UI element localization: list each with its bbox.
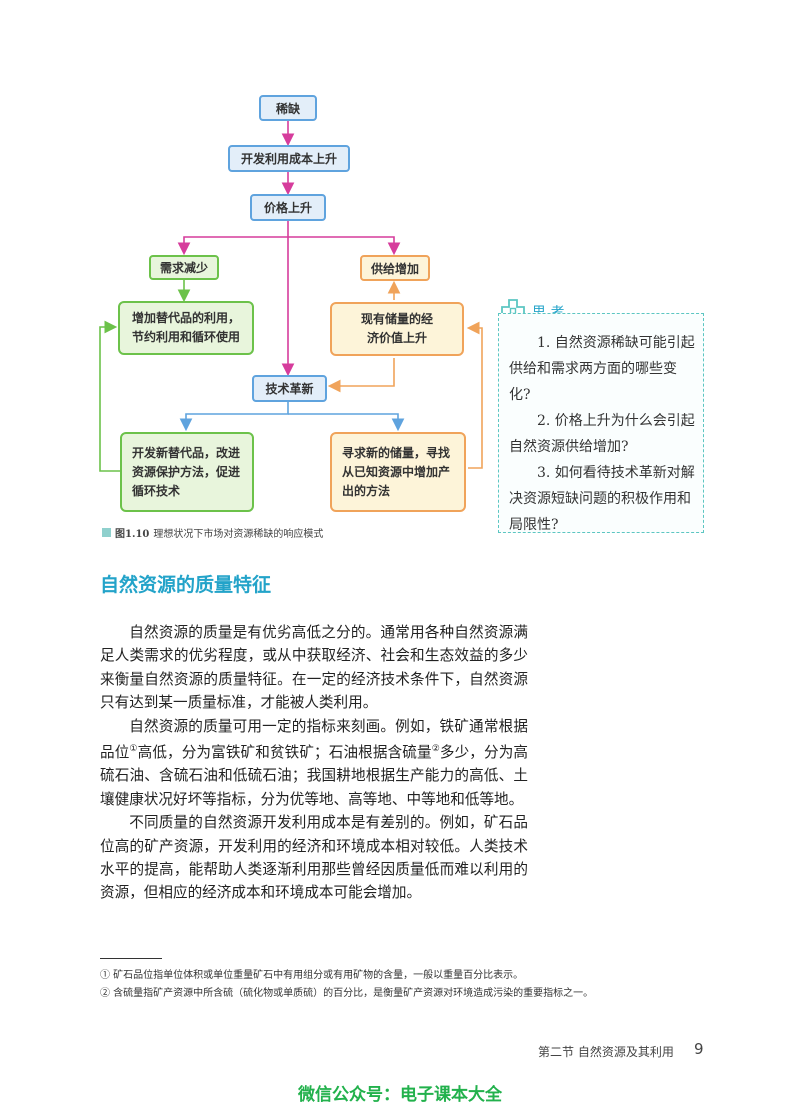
price-rise-box: 价格上升	[250, 194, 326, 221]
new-reserves-box: 寻求新的储量，寻找从已知资源中增加产出的方法	[330, 432, 466, 512]
develop-substitute-box: 开发新替代品，改进资源保护方法，促进循环技术	[120, 432, 254, 512]
demand-down-box: 需求减少	[149, 255, 219, 280]
arrow-develop-substitute-loop	[99, 320, 120, 472]
supply-up-box: 供给增加	[360, 255, 430, 281]
page-number: 9	[694, 1040, 704, 1058]
arrow-tech-develop	[179, 402, 289, 432]
figure-number: 图1.10	[115, 529, 150, 540]
footnote-mark-1: ①	[129, 744, 138, 755]
arrow-price-supply	[288, 236, 401, 256]
think-question-1: 1. 自然资源稀缺可能引起供给和需求两方面的哪些变化?	[509, 335, 695, 403]
watermark: 微信公众号：电子课本大全	[298, 1085, 502, 1105]
arrow-tech-new-reserves	[288, 413, 405, 432]
paragraph-1: 自然资源的质量是有优劣高低之分的。通常用各种自然资源满足人类需求的优劣程度，或从…	[100, 624, 528, 712]
paragraph-2-part-b: 高低，分为富铁矿和贫铁矿；石油根据含硫量	[137, 743, 432, 761]
paragraph-2-part-a: 自然资源的质量可用一定的指标来刻画。例如，铁矿通常根据品位	[100, 717, 528, 761]
tech-innovation-box: 技术革新	[252, 375, 327, 402]
section-title: 自然资源的质量特征	[100, 574, 272, 596]
cost-rise-box: 开发利用成本上升	[228, 145, 350, 172]
footnote-mark-2: ②	[431, 744, 440, 755]
reserve-value-box: 现有储量的经济价值上升	[330, 302, 464, 356]
arrow-new-reserves-loop	[466, 321, 483, 469]
paragraph-2: 自然资源的质量可用一定的指标来刻画。例如，铁矿通常根据品位①高低，分为富铁矿和贫…	[100, 715, 528, 811]
think-question-3: 3. 如何看待技术革新对解决资源短缺问题的积极作用和局限性?	[509, 465, 695, 533]
flowchart-connectors	[99, 121, 483, 472]
substitute-use-box: 增加替代品的利用，节约利用和循环使用	[118, 301, 254, 355]
scarcity-box: 稀缺	[259, 95, 317, 121]
page-footer-section: 第二节 自然资源及其利用	[538, 1045, 674, 1059]
figure-caption: 图1.10 理想状况下市场对资源稀缺的响应模式	[102, 525, 323, 540]
arrow-reserve-tech	[327, 358, 395, 393]
paragraph-2-part-c: 多少，分为高硫石油、含硫石油和低硫石油；我国耕地根据生产能力的高低、土壤健康状况…	[100, 743, 528, 808]
caption-marker	[102, 528, 111, 537]
arrow-price-demand	[177, 236, 288, 256]
think-box: 1. 自然资源稀缺可能引起供给和需求两方面的哪些变化? 2. 价格上升为什么会引…	[498, 313, 704, 533]
think-question-2: 2. 价格上升为什么会引起自然资源供给增加?	[509, 413, 695, 455]
footnote-2: ② 含硫量指矿产资源中所含硫（硫化物或单质硫）的百分比，是衡量矿产资源对环境造成…	[100, 988, 594, 999]
paragraph-3: 不同质量的自然资源开发利用成本是有差别的。例如，矿石品位高的矿产资源，开发利用的…	[100, 814, 528, 902]
figure-caption-text: 理想状况下市场对资源稀缺的响应模式	[153, 529, 324, 540]
body-text: 自然资源的质量是有优劣高低之分的。通常用各种自然资源满足人类需求的优劣程度，或从…	[100, 621, 528, 905]
footnote-1: ① 矿石品位指单位体积或单位重量矿石中有用组分或有用矿物的含量，一般以重量百分比…	[100, 970, 524, 981]
footnote-divider	[100, 958, 162, 959]
